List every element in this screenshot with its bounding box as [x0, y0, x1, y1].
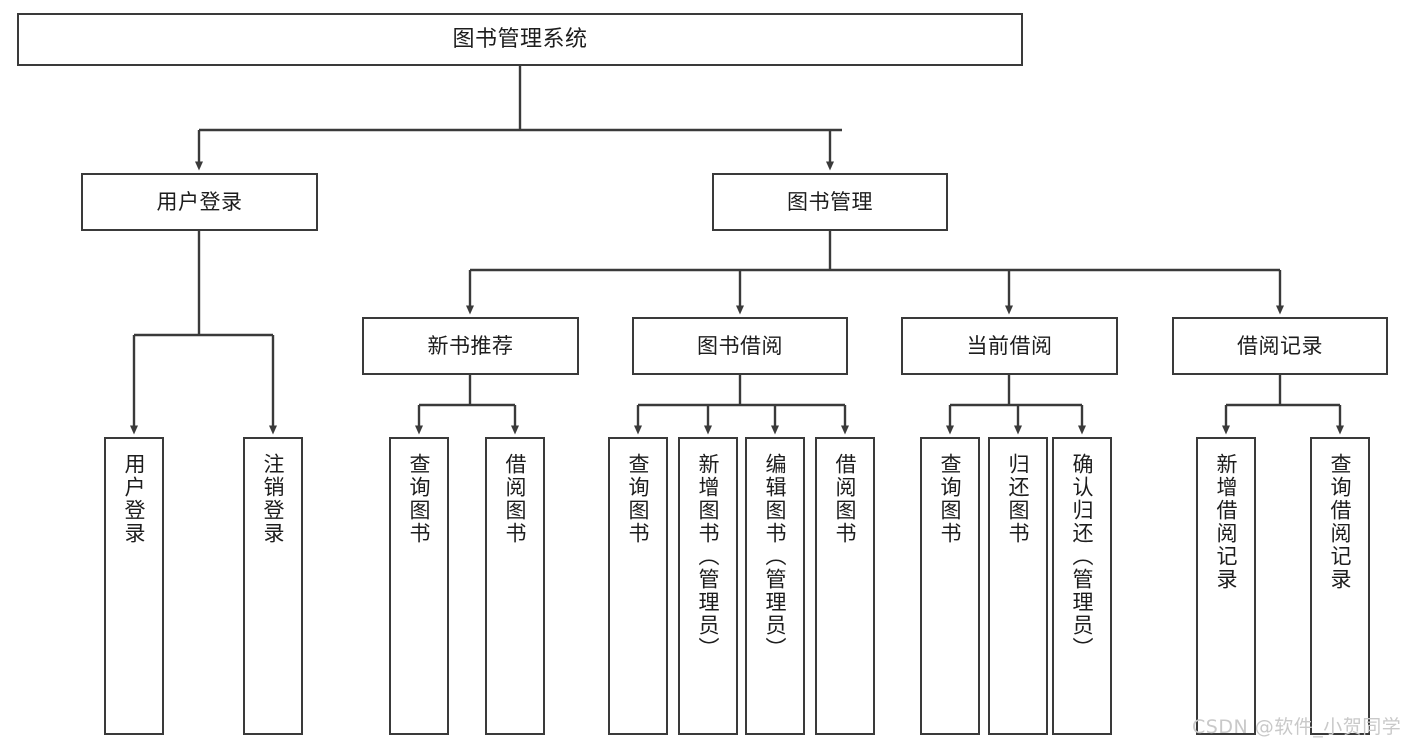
leaf-edit-book-admin-label: 编辑图书（管理员）: [763, 453, 788, 660]
leaf-logout-label: 注销登录: [261, 453, 286, 545]
leaf-logout[interactable]: 注销登录: [243, 437, 303, 735]
node-book-borrowing[interactable]: 图书借阅: [632, 317, 848, 375]
leaf-query-borrow-record-label: 查询借阅记录: [1328, 453, 1353, 591]
leaf-borrow-books-rec-label: 借阅图书: [503, 453, 528, 545]
node-borrowing-record-label: 借阅记录: [1237, 333, 1323, 358]
leaf-return-books-label: 归还图书: [1006, 453, 1031, 545]
leaf-add-borrow-record[interactable]: 新增借阅记录: [1196, 437, 1256, 735]
leaf-query-borrow-record[interactable]: 查询借阅记录: [1310, 437, 1370, 735]
node-user-login-label: 用户登录: [156, 189, 243, 214]
node-current-borrowing[interactable]: 当前借阅: [901, 317, 1118, 375]
leaf-query-books-current[interactable]: 查询图书: [920, 437, 980, 735]
leaf-user-login[interactable]: 用户登录: [104, 437, 164, 735]
leaf-borrow-books-label: 借阅图书: [833, 453, 858, 545]
leaf-return-books[interactable]: 归还图书: [988, 437, 1048, 735]
node-root-label: 图书管理系统: [452, 26, 588, 52]
leaf-add-book-admin[interactable]: 新增图书（管理员）: [678, 437, 738, 735]
leaf-borrow-books[interactable]: 借阅图书: [815, 437, 875, 735]
node-book-borrowing-label: 图书借阅: [697, 333, 783, 358]
leaf-query-books-current-label: 查询图书: [938, 453, 963, 545]
leaf-confirm-return-admin[interactable]: 确认归还（管理员）: [1052, 437, 1112, 735]
leaf-query-books-rec-label: 查询图书: [407, 453, 432, 545]
node-book-management[interactable]: 图书管理: [712, 173, 948, 231]
node-user-login[interactable]: 用户登录: [81, 173, 318, 231]
leaf-query-books-rec[interactable]: 查询图书: [389, 437, 449, 735]
leaf-borrow-books-rec[interactable]: 借阅图书: [485, 437, 545, 735]
leaf-confirm-return-admin-label: 确认归还（管理员）: [1070, 453, 1095, 660]
leaf-query-books-borrow[interactable]: 查询图书: [608, 437, 668, 735]
leaf-query-books-borrow-label: 查询图书: [626, 453, 651, 545]
node-new-book-recommendation-label: 新书推荐: [427, 333, 514, 358]
leaf-add-borrow-record-label: 新增借阅记录: [1214, 453, 1239, 591]
leaf-user-login-label: 用户登录: [122, 453, 147, 545]
node-borrowing-record[interactable]: 借阅记录: [1172, 317, 1388, 375]
node-book-management-label: 图书管理: [787, 189, 873, 214]
leaf-edit-book-admin[interactable]: 编辑图书（管理员）: [745, 437, 805, 735]
csdn-watermark: CSDN @软件_小贺同学: [1192, 716, 1402, 738]
node-root[interactable]: 图书管理系统: [17, 13, 1023, 66]
node-new-book-recommendation[interactable]: 新书推荐: [362, 317, 579, 375]
node-current-borrowing-label: 当前借阅: [966, 333, 1053, 358]
leaf-add-book-admin-label: 新增图书（管理员）: [696, 453, 721, 660]
